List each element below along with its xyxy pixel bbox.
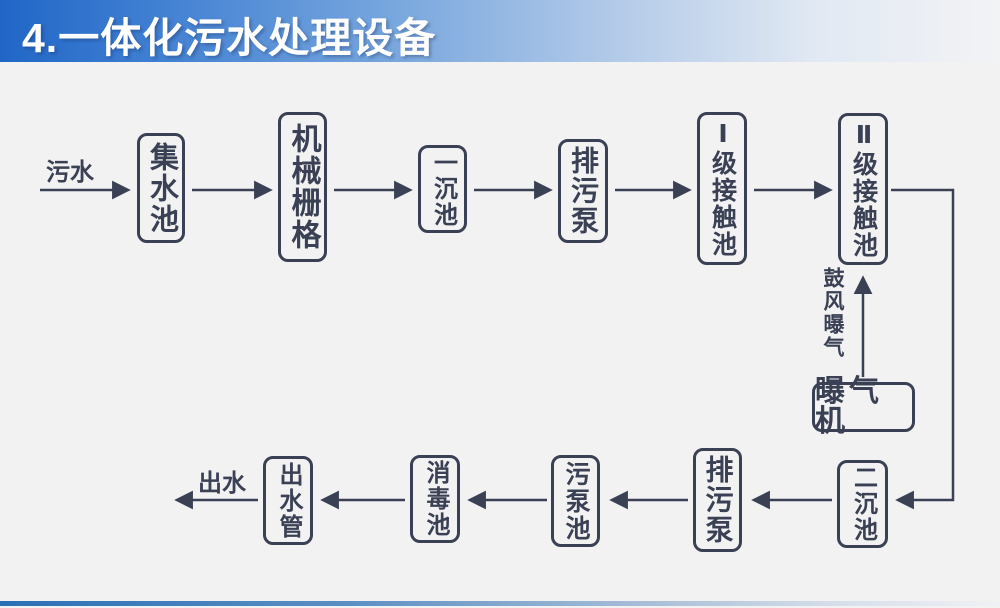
label-inflow: 污水 bbox=[46, 159, 94, 186]
box-secondary-sedimentation-tank: 二沉池 bbox=[837, 460, 888, 548]
box-mechanical-grid: 机械栅格 bbox=[278, 112, 327, 262]
bottom-accent-strip bbox=[0, 601, 1000, 606]
box-aerator: 曝气机 bbox=[812, 377, 915, 437]
box-outlet-pipe: 出水管 bbox=[263, 456, 313, 545]
box-stage2-contact-tank: Ⅱ级接触池 bbox=[838, 113, 888, 265]
label-blast-aeration: 鼓风曝气 bbox=[821, 267, 844, 359]
page-title: 4.一体化污水处理设备 bbox=[22, 15, 437, 61]
box-collection-tank: 集水池 bbox=[137, 133, 185, 243]
box-sludge-pump-tank: 污泵池 bbox=[551, 455, 600, 547]
connector-stage2-to-secondary-sed bbox=[891, 188, 955, 510]
label-outflow: 出水 bbox=[198, 470, 246, 497]
box-primary-sedimentation-tank: 一沉池 bbox=[418, 145, 467, 233]
box-sewage-pump-bottom: 排污泵 bbox=[693, 448, 742, 552]
box-sewage-pump-top: 排污泵 bbox=[558, 139, 608, 243]
box-disinfection-tank: 消毒池 bbox=[410, 455, 460, 543]
title-bar: 4.一体化污水处理设备 bbox=[0, 0, 1000, 62]
box-stage1-contact-tank: Ⅰ级接触池 bbox=[697, 112, 747, 265]
